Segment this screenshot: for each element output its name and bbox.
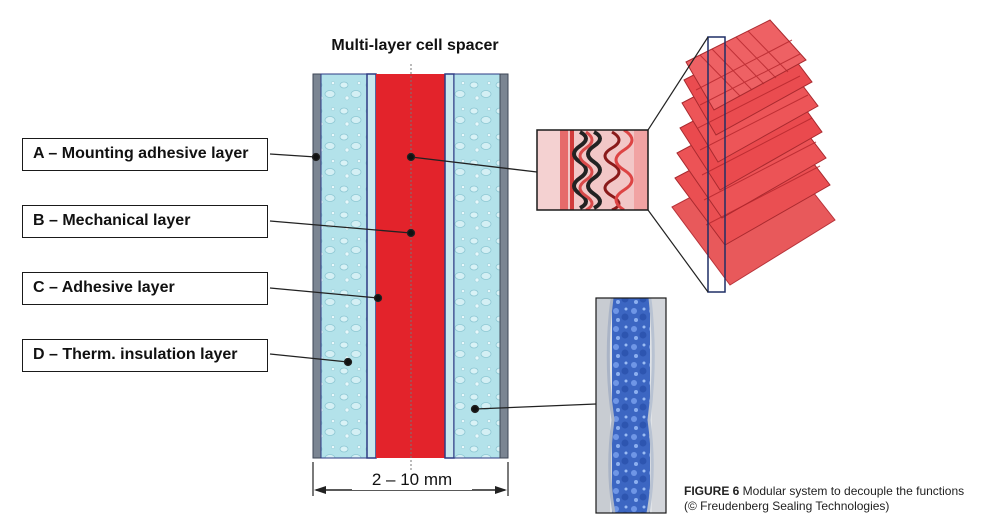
label-therm-insulation-layer: D – Therm. insulation layer <box>22 339 268 372</box>
exploded-layer-stack <box>647 19 836 293</box>
label-adhesive-layer: C – Adhesive layer <box>22 272 268 305</box>
insulation-layer-left <box>320 73 368 459</box>
label-mounting-adhesive-layer: A – Mounting adhesive layer <box>22 138 268 171</box>
zoom-line-bottom <box>647 209 709 293</box>
insulation-foam-photo <box>595 297 667 514</box>
zoom-line-top <box>647 36 709 131</box>
adhesive-layer-right <box>444 73 455 459</box>
leader-mechanical-inset <box>410 156 538 173</box>
stack-highlight-frame <box>707 36 726 293</box>
diagram-title: Multi-layer cell spacer <box>331 37 499 54</box>
leader-foam-photo <box>474 403 597 410</box>
dimension-arrowhead-left <box>314 486 326 494</box>
leader-d-dot <box>343 357 353 367</box>
adhesive-layer-left <box>366 73 377 459</box>
caption-credit: (© Freudenberg Sealing Technologies) <box>684 499 890 513</box>
leader-a-dot <box>311 152 321 162</box>
figure-caption: FIGURE 6 Modular system to decouple the … <box>684 484 964 514</box>
mounting-adhesive-layer-left <box>312 73 322 459</box>
dimension-indicator <box>312 462 509 496</box>
insulation-layer-right <box>453 73 501 459</box>
caption-text: Modular system to decouple the functions <box>739 484 965 498</box>
dimension-arrowhead-right <box>495 486 507 494</box>
leader-a <box>269 153 317 158</box>
leader-mechanical-dot <box>406 152 416 162</box>
mechanical-layer-closeup <box>536 129 649 211</box>
cell-spacer-cross-section <box>312 64 509 485</box>
leader-b <box>269 220 412 234</box>
label-mechanical-layer: B – Mechanical layer <box>22 205 268 238</box>
leader-foam-dot <box>470 404 480 414</box>
leader-c-dot <box>373 293 383 303</box>
label-leaders <box>269 152 597 414</box>
leader-d <box>269 353 349 363</box>
leader-b-dot <box>406 228 416 238</box>
mounting-adhesive-layer-right <box>499 73 509 459</box>
caption-figure-number: FIGURE 6 <box>684 484 740 498</box>
dimension-label: 2 – 10 mm <box>352 470 472 490</box>
leader-c <box>269 287 379 299</box>
